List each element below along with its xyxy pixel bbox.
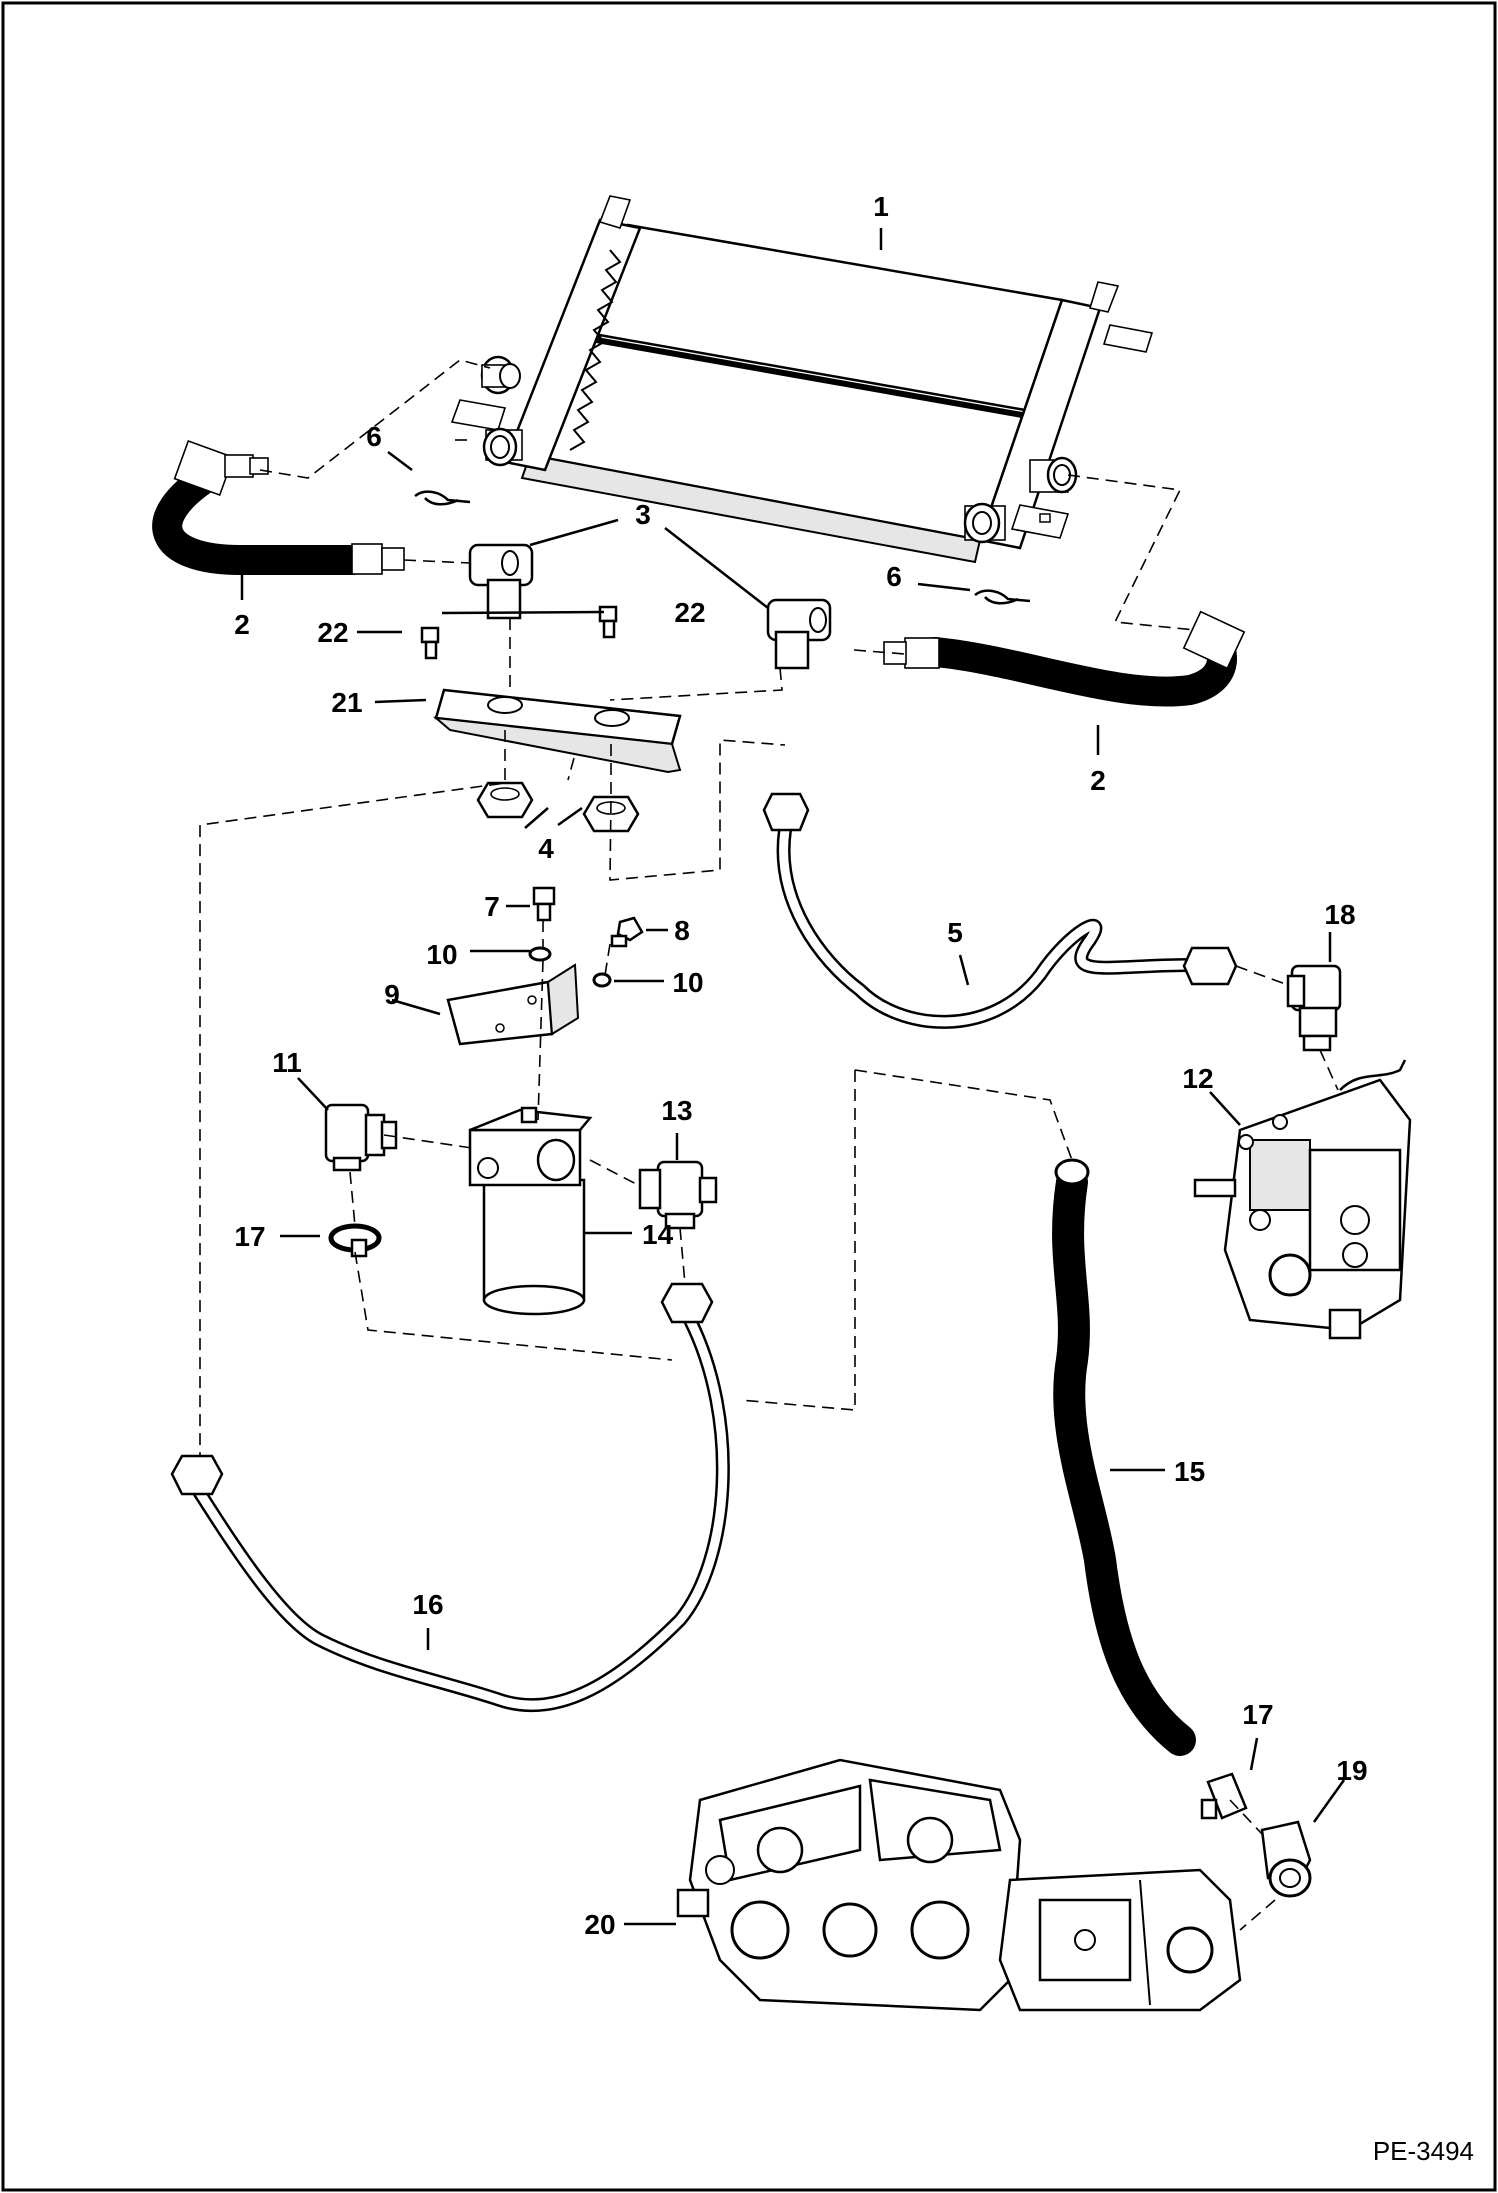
tube-5 [762,792,1238,1029]
callout-13: 13 [661,1095,692,1126]
clip-left [414,490,471,506]
callout-1: 1 [873,191,889,222]
cooler-port-upper-left [480,355,521,395]
callout-4: 4 [538,833,554,864]
callout-6-right: 6 [886,561,902,592]
cooler-port-lower-left [482,427,523,467]
callout-3: 3 [635,499,651,530]
elbow-fitting-right [766,598,832,670]
callout-9: 9 [384,979,400,1010]
callout-10-right: 10 [672,967,703,998]
callout-19: 19 [1336,1755,1367,1786]
callout-6-left: 6 [366,421,382,452]
callout-16: 16 [412,1589,443,1620]
callout-labels: 1 2 2 3 4 5 6 6 7 8 9 10 10 11 12 13 14 … [234,191,1367,1940]
bolt-22-right [598,605,618,639]
callout-15: 15 [1174,1456,1205,1487]
clip-right [974,589,1031,605]
hose-clamp-17-left [328,1223,382,1258]
callout-5: 5 [947,917,963,948]
callout-22-left: 22 [317,617,348,648]
hose-right [883,610,1246,707]
callout-2-right: 2 [1090,765,1106,796]
bracket-9 [446,963,580,1046]
callout-10-left: 10 [426,939,457,970]
document-id: PE-3494 [1373,2136,1474,2166]
callout-17-left: 17 [234,1221,265,1252]
elbow-fitting-13 [638,1160,718,1230]
mounting-plate [432,688,682,774]
callout-2-left: 2 [234,609,250,640]
callout-11: 11 [272,1047,302,1078]
elbow-fitting-11 [324,1103,398,1172]
cooler-port-lower-right [963,502,1006,544]
fitting-19 [1260,1820,1312,1898]
elbow-fitting-18 [1286,964,1342,1052]
bolt-22-left [420,626,440,660]
bolt-7 [532,886,556,922]
elbow-fitting-left [468,543,534,620]
callout-12: 12 [1182,1063,1213,1094]
washer-10-right [592,972,612,988]
nut-left [476,781,534,819]
nut-right [582,795,640,833]
callout-8: 8 [674,915,690,946]
callout-7: 7 [484,891,500,922]
washer-10-left [528,946,552,962]
filter-assembly [468,1106,593,1316]
hose-left [152,439,405,575]
leader-lines [240,228,1346,1926]
control-valve-block [1193,1059,1412,1340]
callout-17-right: 17 [1242,1699,1273,1730]
callout-22-right: 22 [674,597,705,628]
plug-8 [610,916,644,948]
callout-14: 14 [642,1219,674,1250]
oil-cooler [450,195,1154,564]
callout-20: 20 [584,1909,615,1940]
callout-18: 18 [1324,899,1355,930]
hydrostatic-pump-assembly [676,1758,1242,2012]
hose-15 [1052,1158,1196,1756]
connection-lines [199,359,1339,1931]
callout-21: 21 [331,687,362,718]
tube-16 [170,1282,730,1713]
hose-clamp-17-right [1200,1772,1248,1820]
cooler-port-upper-right [1029,456,1078,494]
